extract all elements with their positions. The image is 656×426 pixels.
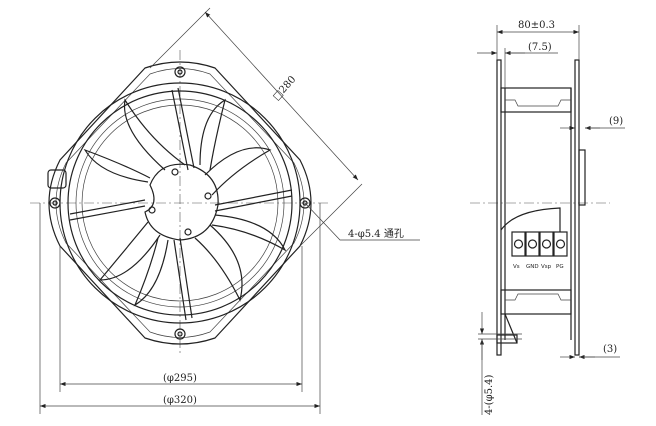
diagonal-dim: □280: [271, 74, 298, 103]
front-view: (φ295) (φ320) □280 4-φ5.4 通孔: [30, 7, 420, 414]
struts: [69, 87, 293, 321]
flange-outline: [48, 61, 312, 345]
hole-note: 4-φ5.4 通孔: [348, 228, 404, 240]
terminal-pg: PG: [556, 264, 564, 270]
flange-dim: (7.5): [528, 42, 552, 53]
right-dim: (9): [609, 116, 623, 127]
cable-outlet: [47, 169, 67, 189]
terminal-vsp: Vsp: [541, 264, 552, 270]
terminal-block: [511, 231, 568, 257]
side-view: Vs GND Vsp PG 80±0.3 (7.5) (9) (3) 4-(φ5…: [470, 20, 625, 415]
inner-diameter-dim: (φ295): [163, 373, 197, 384]
terminal-gnd: GND: [526, 264, 539, 270]
mounting-holes: [49, 66, 311, 340]
bottom-dim: (3): [603, 344, 617, 355]
outer-diameter-dim: (φ320): [163, 395, 197, 406]
terminal-vs: Vs: [513, 264, 520, 270]
width-dim: 80±0.3: [518, 20, 555, 31]
hole-dim: 4-(φ5.4): [484, 374, 495, 415]
motor-hub: [144, 163, 219, 241]
